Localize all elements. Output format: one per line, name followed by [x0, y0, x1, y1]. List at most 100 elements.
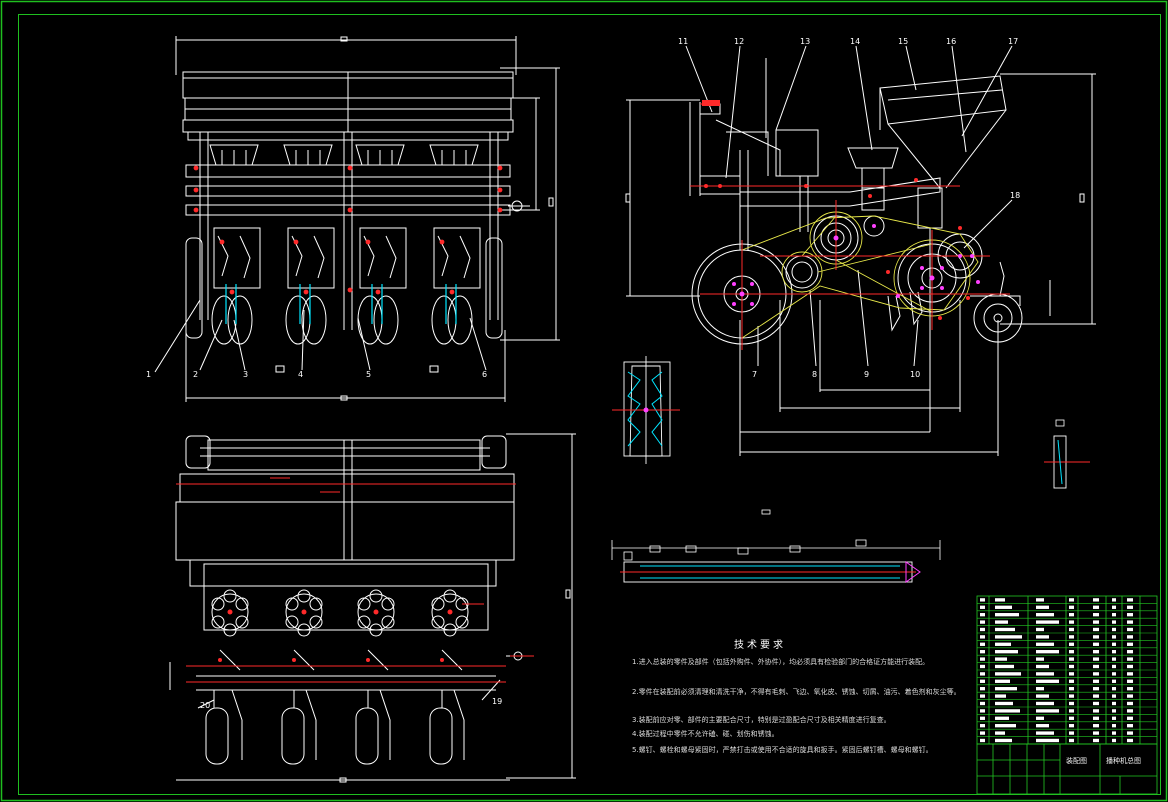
parts-list-entry-mark: [980, 620, 985, 624]
parts-list-entry-mark: [1127, 716, 1133, 720]
parts-list-entry-mark: [1036, 620, 1059, 624]
side-view-bolts: [732, 224, 980, 306]
note-line-4: 4.装配过程中零件不允许磕、碰、划伤和锈蚀。: [632, 729, 779, 738]
parts-list-entry-mark: [1093, 731, 1099, 735]
parts-list-entry-mark: [1069, 598, 1074, 602]
parts-list-entry-mark: [1127, 657, 1133, 661]
balloon-3: 3: [243, 370, 248, 379]
parts-list-entry-mark: [1112, 664, 1116, 669]
detail-view-opener-color: [612, 371, 680, 447]
parts-list-entry-mark: [1069, 627, 1074, 632]
parts-list-entry-mark: [1036, 731, 1054, 735]
parts-list-entry-mark: [1069, 694, 1074, 698]
balloon-1: 1: [146, 370, 151, 379]
parts-list-entry-mark: [1112, 672, 1116, 676]
front-view-furrow-openers: [193, 165, 503, 373]
front-view-balloons: 1 2 3 4 5 6: [146, 370, 487, 379]
parts-list-entry-mark: [1069, 738, 1074, 743]
parts-list-entry-mark: [1036, 635, 1049, 639]
parts-list-entry-mark: [980, 716, 985, 720]
parts-list-entry-mark: [1093, 738, 1099, 743]
parts-list-entry-mark: [1069, 731, 1074, 735]
parts-list-entry-mark: [995, 687, 1017, 691]
title-block-name: 装配图: [1066, 756, 1087, 765]
parts-list-entry-mark: [1127, 731, 1133, 735]
parts-list-entry-mark: [1127, 701, 1133, 706]
parts-list-entry-mark: [1036, 716, 1044, 720]
parts-list-entry-mark: [980, 731, 985, 735]
parts-list-entry-mark: [995, 709, 1020, 713]
parts-list-entry-mark: [1069, 613, 1074, 617]
parts-list-entry-mark: [995, 664, 1014, 669]
parts-list-entry-mark: [1036, 605, 1049, 609]
parts-list-entry-mark: [1112, 694, 1116, 698]
parts-list-entry-mark: [1036, 687, 1044, 691]
parts-list-entry-mark: [1093, 709, 1099, 713]
parts-list-entry-mark: [1093, 664, 1099, 669]
parts-list-entry-mark: [1127, 664, 1133, 669]
balloon-6: 6: [482, 370, 487, 379]
parts-list-entry-mark: [1093, 687, 1099, 691]
plan-view-balloons: 19 20: [200, 697, 502, 710]
parts-list-entry-mark: [995, 694, 1006, 698]
parts-list-entry-mark: [1093, 657, 1099, 661]
parts-list-entry-mark: [995, 642, 1011, 646]
parts-list-entry-mark: [1093, 620, 1099, 624]
parts-list-entry-mark: [1112, 613, 1116, 617]
parts-list-entry-mark: [1093, 605, 1099, 609]
parts-list-entry-mark: [1069, 664, 1074, 669]
parts-list-entry-mark: [1127, 687, 1133, 691]
parts-list-entry-mark: [1127, 694, 1133, 698]
parts-list-entry-mark: [980, 642, 985, 646]
plan-view-meter-hubs: [218, 609, 453, 662]
parts-list-entry-mark: [1036, 672, 1054, 676]
side-view-balloons: 11 12 13 14 15 16 17 18 7 8 9 10: [678, 37, 1020, 379]
parts-list-entry-mark: [1069, 672, 1074, 676]
parts-list-entry-mark: [1127, 598, 1133, 602]
parts-list-entry-mark: [1112, 716, 1116, 720]
balloon-16: 16: [946, 37, 956, 46]
parts-list-entry-mark: [1036, 642, 1054, 646]
parts-list-entry-mark: [1093, 613, 1099, 617]
parts-list-entry-mark: [1112, 650, 1116, 654]
parts-list-entry-mark: [1093, 701, 1099, 706]
balloon-9: 9: [864, 370, 869, 379]
parts-list-entry-mark: [1112, 657, 1116, 661]
parts-list-entry-mark: [1036, 724, 1049, 728]
parts-list-entry-mark: [1112, 605, 1116, 609]
parts-list-entry-mark: [1069, 709, 1074, 713]
parts-list-entry-mark: [995, 657, 1007, 661]
parts-list-entry-mark: [1069, 716, 1074, 720]
parts-list-entry-mark: [980, 724, 985, 728]
parts-list-entry-mark: [980, 664, 985, 669]
balloon-18: 18: [1010, 191, 1020, 200]
parts-list-entry-mark: [1112, 738, 1116, 743]
parts-list-entry-mark: [980, 679, 985, 683]
parts-list-entry-mark: [995, 598, 1005, 602]
parts-list-entry-mark: [1036, 657, 1044, 661]
parts-list-entry-mark: [1036, 738, 1059, 743]
parts-list-entry-mark: [1036, 701, 1054, 706]
balloon-7: 7: [752, 370, 757, 379]
technical-requirements: 技术要求 1.进入总装的零件及部件（包括外购件、外协件），均必须具有检验部门的合…: [632, 638, 961, 754]
side-view-center-lines: [690, 103, 1010, 350]
parts-list-entry-mark: [1112, 642, 1116, 646]
parts-list-entry-mark: [1127, 672, 1133, 676]
parts-list-entries: [980, 598, 1133, 743]
balloon-12: 12: [734, 37, 744, 46]
parts-list-entry-mark: [980, 694, 985, 698]
parts-list-entry-mark: [1069, 679, 1074, 683]
note-line-5: 5.螺钉、螺栓和螺母紧固时，严禁打击或使用不合适的旋具和扳手。紧固后螺钉槽、螺母…: [632, 745, 933, 754]
parts-list-entry-mark: [995, 716, 1009, 720]
parts-list-entry-mark: [980, 627, 985, 632]
parts-list-entry-mark: [1127, 613, 1133, 617]
parts-list-entry-mark: [995, 620, 1008, 624]
parts-list-entry-mark: [1093, 627, 1099, 632]
balloon-5: 5: [366, 370, 371, 379]
note-line-3: 3.装配前应对零、部件的主要配合尺寸，特别是过盈配合尺寸及相关精度进行复查。: [632, 715, 891, 724]
parts-list-entry-mark: [980, 687, 985, 691]
parts-list-entry-mark: [1093, 716, 1099, 720]
parts-list-entry-mark: [1112, 687, 1116, 691]
